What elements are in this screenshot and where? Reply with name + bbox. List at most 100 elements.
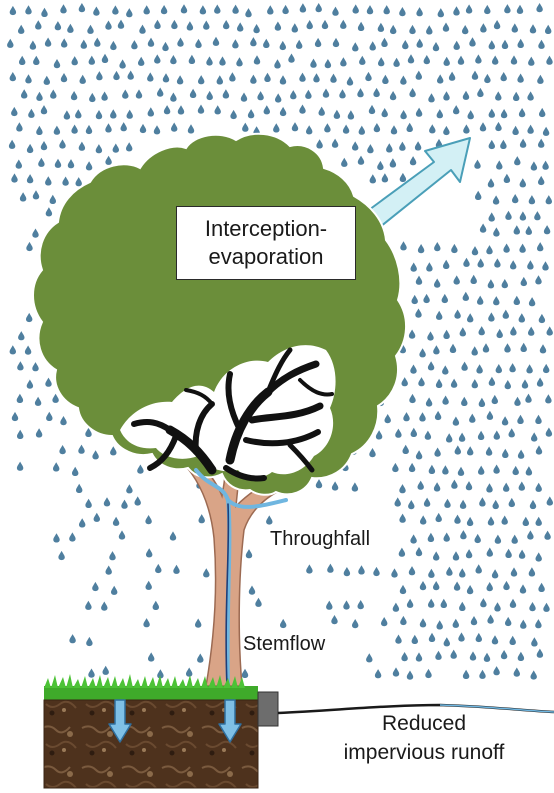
- raindrop-icon: [520, 178, 526, 187]
- raindrop-icon: [429, 124, 435, 133]
- raindrop-icon: [446, 567, 452, 576]
- raindrop-icon: [469, 37, 475, 46]
- raindrop-icon: [505, 211, 511, 220]
- raindrop-icon: [148, 652, 154, 661]
- raindrop-icon: [529, 567, 535, 576]
- raindrop-icon: [459, 568, 465, 577]
- raindrop-icon: [535, 275, 541, 284]
- raindrop-icon: [86, 161, 92, 170]
- raindrop-icon: [306, 564, 312, 573]
- raindrop-icon: [453, 417, 459, 426]
- raindrop-icon: [420, 618, 426, 627]
- raindrop-icon: [113, 517, 119, 526]
- raindrop-icon: [409, 463, 415, 472]
- raindrop-icon: [28, 109, 34, 118]
- raindrop-icon: [463, 670, 469, 679]
- raindrop-icon: [521, 277, 527, 286]
- raindrop-icon: [487, 582, 493, 591]
- raindrop-icon: [242, 669, 248, 678]
- raindrop-icon: [67, 24, 73, 33]
- raindrop-icon: [488, 178, 494, 187]
- raindrop-icon: [373, 88, 379, 97]
- raindrop-icon: [443, 330, 449, 339]
- raindrop-icon: [537, 242, 543, 251]
- raindrop-icon: [154, 54, 160, 63]
- raindrop-icon: [475, 54, 481, 63]
- raindrop-icon: [513, 466, 519, 475]
- raindrop-icon: [105, 156, 111, 165]
- raindrop-icon: [446, 433, 452, 442]
- raindrop-icon: [230, 110, 236, 119]
- raindrop-icon: [416, 652, 422, 661]
- raindrop-icon: [478, 466, 484, 475]
- raindrop-icon: [486, 245, 492, 254]
- raindrop-icon: [352, 42, 358, 51]
- raindrop-icon: [494, 20, 500, 29]
- raindrop-icon: [12, 412, 18, 421]
- raindrop-icon: [148, 107, 154, 116]
- interception-line2: evaporation: [209, 243, 324, 271]
- raindrop-icon: [525, 394, 531, 403]
- raindrop-icon: [538, 583, 544, 592]
- raindrop-icon: [340, 57, 346, 66]
- raindrop-icon: [459, 433, 465, 442]
- raindrop-icon: [250, 37, 256, 46]
- raindrop-icon: [242, 123, 248, 132]
- raindrop-icon: [21, 89, 27, 98]
- raindrop-icon: [454, 41, 460, 50]
- raindrop-icon: [78, 445, 84, 454]
- raindrop-icon: [428, 569, 434, 578]
- raindrop-icon: [333, 38, 339, 47]
- raindrop-icon: [502, 279, 508, 288]
- raindrop-icon: [359, 126, 365, 135]
- raindrop-icon: [85, 499, 91, 508]
- raindrop-icon: [246, 549, 252, 558]
- raindrop-icon: [472, 71, 478, 80]
- raindrop-icon: [502, 416, 508, 425]
- raindrop-icon: [186, 668, 192, 677]
- raindrop-icon: [393, 603, 399, 612]
- raindrop-icon: [531, 432, 537, 441]
- raindrop-icon: [474, 160, 480, 169]
- raindrop-icon: [358, 565, 364, 574]
- raindrop-icon: [501, 109, 507, 118]
- raindrop-icon: [495, 122, 501, 131]
- raindrop-icon: [437, 74, 443, 83]
- raindrop-icon: [94, 38, 100, 47]
- raindrop-icon: [81, 40, 87, 49]
- raindrop-icon: [126, 142, 132, 151]
- raindrop-icon: [442, 294, 448, 303]
- raindrop-icon: [494, 431, 500, 440]
- raindrop-icon: [503, 581, 509, 590]
- raindrop-icon: [10, 6, 16, 15]
- raindrop-icon: [416, 7, 422, 16]
- raindrop-icon: [418, 244, 424, 253]
- raindrop-icon: [468, 110, 474, 119]
- raindrop-icon: [55, 159, 61, 168]
- raindrop-icon: [27, 144, 33, 153]
- raindrop-icon: [88, 669, 94, 678]
- raindrop-icon: [92, 582, 98, 591]
- raindrop-icon: [433, 345, 439, 354]
- raindrop-icon: [409, 88, 415, 97]
- raindrop-icon: [170, 93, 176, 102]
- raindrop-icon: [135, 496, 141, 505]
- raindrop-icon: [30, 41, 36, 50]
- raindrop-icon: [147, 72, 153, 81]
- raindrop-icon: [510, 326, 516, 335]
- raindrop-icon: [254, 55, 260, 64]
- raindrop-icon: [399, 142, 405, 151]
- raindrop-icon: [112, 5, 118, 14]
- raindrop-icon: [419, 348, 425, 357]
- raindrop-icon: [17, 462, 23, 471]
- raindrop-icon: [273, 123, 279, 132]
- raindrop-icon: [504, 4, 510, 13]
- raindrop-icon: [223, 89, 229, 98]
- raindrop-icon: [455, 445, 461, 454]
- raindrop-icon: [110, 41, 116, 50]
- raindrop-icon: [146, 548, 152, 557]
- raindrop-icon: [488, 312, 494, 321]
- raindrop-icon: [195, 39, 201, 48]
- raindrop-icon: [489, 140, 495, 149]
- raindrop-icon: [94, 513, 100, 522]
